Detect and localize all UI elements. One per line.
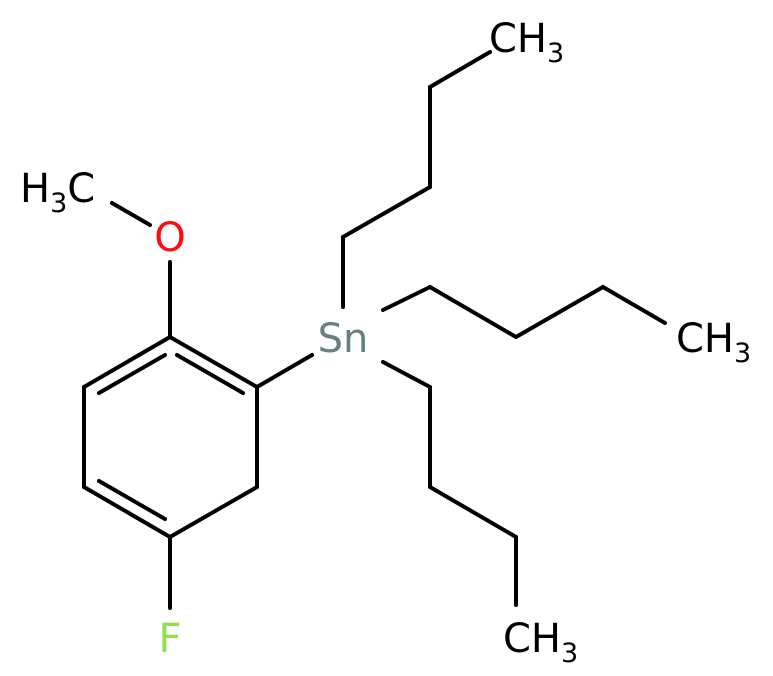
bond-c2-c3-bottom xyxy=(428,485,518,539)
ring-bond-1-inner xyxy=(175,353,245,395)
methoxy-methyl-h: H xyxy=(20,166,50,212)
methyl-label-bottom-sub: 3 xyxy=(561,638,578,669)
methyl-label-top-sub: 3 xyxy=(547,38,564,69)
ring-bond-4-inner xyxy=(97,479,167,521)
bond-sn-aryl xyxy=(255,353,314,389)
methoxy-methyl-c: C xyxy=(67,166,95,212)
bond-sn-c1-bottom xyxy=(381,360,432,389)
ring-bond-4 xyxy=(82,485,172,539)
tin-label: Sn xyxy=(318,316,369,362)
methyl-label-right: CH3 xyxy=(676,316,751,369)
ring-bond-1 xyxy=(168,335,259,389)
bonds xyxy=(82,50,667,610)
ring-bond-6 xyxy=(82,335,172,389)
oxygen-label: O xyxy=(154,215,185,261)
methyl-label-bottom: CH3 xyxy=(503,616,578,669)
bond-c3-c4-top xyxy=(428,50,492,89)
bond-c1-c2-right xyxy=(428,285,518,339)
bond-c2-c3-right xyxy=(514,285,605,339)
fluorine-label: F xyxy=(158,616,181,662)
methyl-label-right-sub: 3 xyxy=(734,338,751,369)
bond-o-ch3 xyxy=(110,201,152,227)
methyl-label-top-main: CH xyxy=(489,16,547,62)
methyl-label-top: CH3 xyxy=(489,16,564,69)
bond-sn-c1-right xyxy=(381,285,432,312)
methyl-label-right-main: CH xyxy=(676,316,734,362)
bond-c3-c4-right xyxy=(601,285,667,325)
ring-bond-6-inner xyxy=(97,353,167,395)
atom-labels: CH3 CH3 CH3 H3C O Sn F xyxy=(20,16,751,669)
methoxy-methyl-label: H3C xyxy=(20,166,95,219)
methyl-label-bottom-main: CH xyxy=(503,616,561,662)
bond-c1-c2-top xyxy=(341,185,432,239)
methoxy-methyl-sub: 3 xyxy=(50,188,67,219)
ring-bond-3 xyxy=(168,485,259,539)
